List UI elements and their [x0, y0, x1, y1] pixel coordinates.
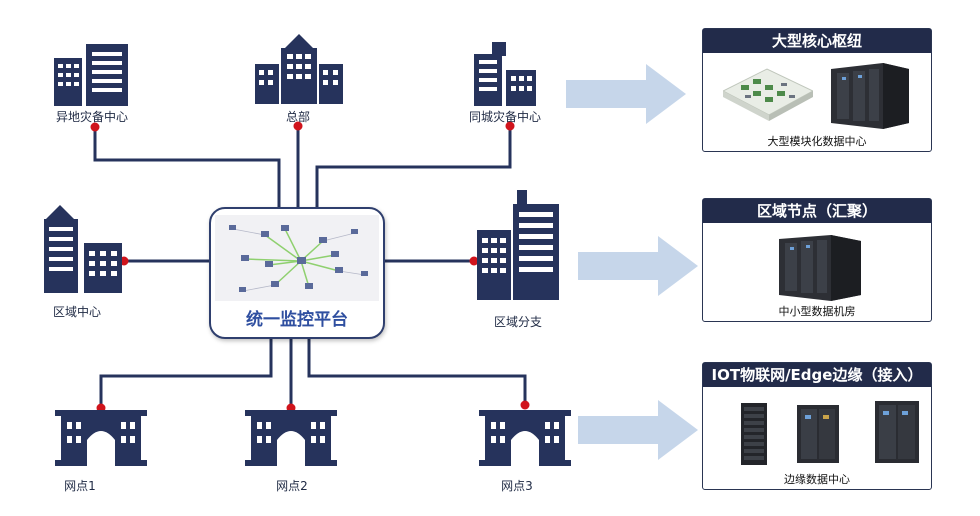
- remote-backup-label: 异地灾备中心: [55, 110, 128, 124]
- outlet-2-building-icon: [245, 410, 337, 466]
- outlet-2-label: 网点2: [276, 479, 308, 493]
- headquarters-building-icon: [255, 34, 343, 104]
- remote-backup-building-icon: [54, 44, 128, 106]
- edge-panel: IOT物联网/Edge边缘（接入） 边缘数据中心: [702, 362, 932, 490]
- regional-center-building-icon: [44, 205, 122, 293]
- regional-node-caption: 中小型数据机房: [778, 305, 856, 318]
- outlet-3-label: 网点3: [501, 479, 533, 493]
- regional-node-title: 区域节点（汇聚）: [703, 199, 931, 223]
- core-hub-panel: 大型核心枢纽 大型模块化数据中心: [702, 28, 932, 152]
- edge-micro-module-image: [797, 405, 839, 463]
- arrow-right-icon: [566, 64, 686, 124]
- edge-cabinet-image: [875, 401, 919, 463]
- edge-title: IOT物联网/Edge边缘（接入）: [703, 363, 931, 387]
- edge-rack-image: [741, 403, 767, 465]
- arrow-right-icon: [578, 236, 698, 296]
- core-hub-caption: 大型模块化数据中心: [767, 135, 867, 148]
- network-topology-graphic: [215, 215, 379, 301]
- regional-branch-label: 区域分支: [493, 315, 542, 329]
- regional-center-label: 区域中心: [52, 305, 101, 319]
- small-server-room-image: [779, 235, 861, 301]
- edge-caption: 边缘数据中心: [784, 473, 850, 486]
- modular-datacenter-image: [723, 68, 813, 121]
- same-city-backup-label: 同城灾备中心: [468, 110, 541, 124]
- outlet-1-label: 网点1: [64, 479, 96, 493]
- core-hub-title: 大型核心枢纽: [703, 29, 931, 53]
- outlet-3-building-icon: [479, 410, 571, 466]
- unified-monitoring-platform[interactable]: 统一监控平台: [209, 207, 385, 339]
- server-cabinet-image: [831, 63, 909, 129]
- outlet-1-building-icon: [55, 410, 147, 466]
- arrow-right-icon: [578, 400, 698, 460]
- headquarters-label: 总部: [285, 110, 310, 124]
- regional-node-panel: 区域节点（汇聚） 中小型数据机房: [702, 198, 932, 322]
- regional-branch-building-icon: [477, 190, 559, 300]
- same-city-backup-building-icon: [474, 42, 536, 106]
- platform-title: 统一监控平台: [246, 310, 348, 330]
